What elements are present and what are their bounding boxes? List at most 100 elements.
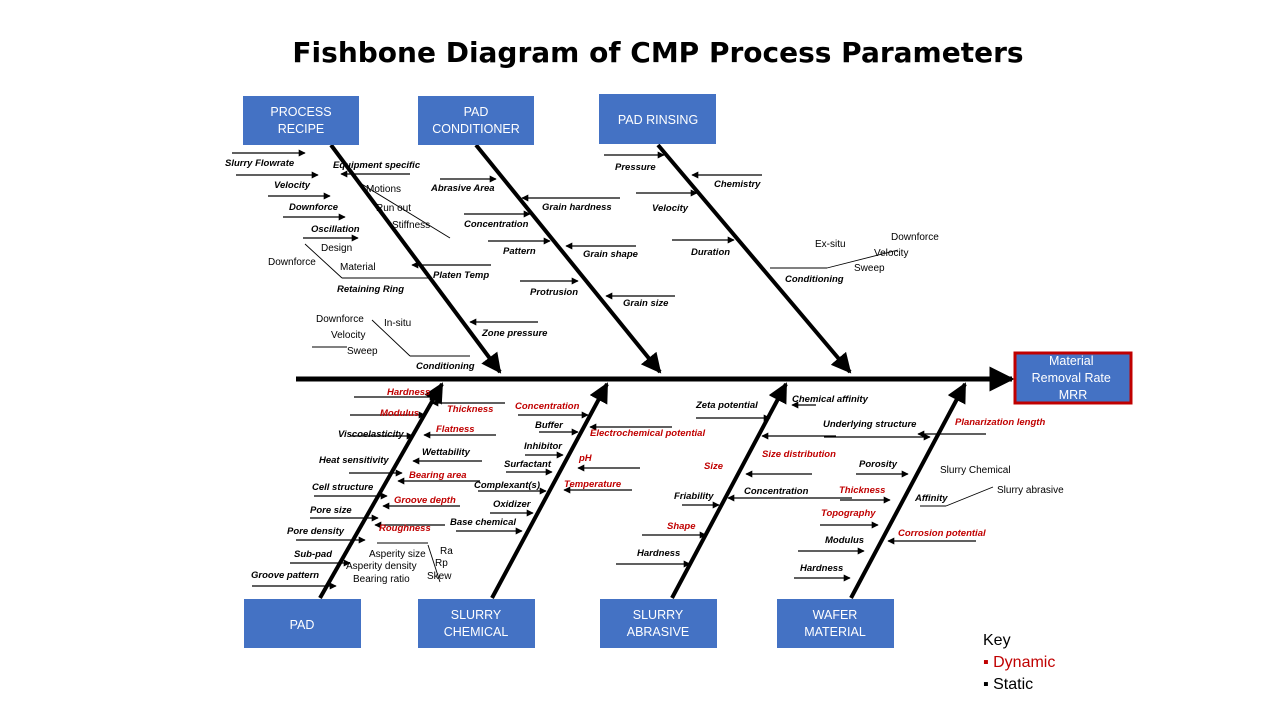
- label-pad-modulus: Modulus: [380, 408, 419, 419]
- label-pr-conditioning: Conditioning: [416, 361, 475, 372]
- label-pr-stiffness: Stiffness: [392, 220, 430, 231]
- label-pad-pore-density: Pore density: [287, 526, 345, 537]
- label-pr-motions: Motions: [366, 184, 401, 195]
- label-rn-downforce: Downforce: [891, 232, 939, 243]
- label-wm-chemical-affinity: Chemical affinity: [792, 394, 869, 405]
- label-rn-ex-situ: Ex-situ: [815, 239, 846, 250]
- label-sa-concentration: Concentration: [744, 486, 809, 497]
- label-pad-roughness: Roughness: [379, 523, 431, 534]
- label-pr-velocity: Velocity: [274, 180, 311, 191]
- label-sc-buffer: Buffer: [535, 420, 564, 431]
- label-pad-groove-depth: Groove depth: [394, 495, 456, 506]
- bone-pad-rinsing: [656, 143, 852, 374]
- label-sa-size: Size: [704, 461, 724, 472]
- label-pr-cond-sweep: Sweep: [347, 346, 378, 357]
- label-pad-hardness: Hardness: [387, 387, 430, 398]
- label-pad-skew: Skew: [427, 571, 452, 582]
- connector-line: [304, 243, 343, 279]
- label-pr-design: Design: [321, 243, 352, 254]
- label-sa-hardness: Hardness: [637, 548, 680, 559]
- label-rn-conditioning: Conditioning: [785, 274, 844, 285]
- label-sc-electrochemical: Electrochemical potential: [590, 428, 705, 439]
- label-pr-rr-downforce: Downforce: [268, 257, 316, 268]
- bone-pad-conditioner: [474, 143, 662, 374]
- label-wm-hardness: Hardness: [800, 563, 843, 574]
- cause-arrows: [232, 149, 986, 590]
- label-sa-shape: Shape: [667, 521, 696, 532]
- label-wm-slurry-abrasive: Slurry abrasive: [997, 485, 1064, 496]
- label-pr-run-out: Run out: [376, 203, 411, 214]
- label-sc-base-chemical: Base chemical: [450, 517, 516, 528]
- label-wm-corrosion-potential: Corrosion potential: [898, 528, 986, 539]
- label-pc-concentration: Concentration: [464, 219, 529, 230]
- label-pr-downforce: Downforce: [289, 202, 339, 213]
- label-rn-sweep: Sweep: [854, 263, 885, 274]
- label-pc-grain-shape: Grain shape: [583, 249, 639, 260]
- bone-pad: [318, 382, 444, 599]
- svg-text:PAD: PAD: [290, 618, 315, 632]
- label-pad-ra: Ra: [440, 546, 453, 557]
- label-sa-size-distribution: Size distribution: [762, 449, 836, 460]
- label-rn-duration: Duration: [691, 247, 730, 258]
- label-pad-groove-pattern: Groove pattern: [251, 570, 319, 581]
- label-pad-sub-pad: Sub-pad: [294, 549, 332, 560]
- effect-label: Material Removal Rate MRR: [1032, 354, 1115, 402]
- connector-line: [945, 486, 994, 507]
- label-pad-cell-structure: Cell structure: [312, 482, 374, 493]
- key-static: ▪ Static: [983, 676, 1033, 693]
- label-wm-slurry-chemical: Slurry Chemical: [940, 465, 1011, 476]
- label-sc-concentration: Concentration: [515, 401, 580, 412]
- label-pc-grain-hardness: Grain hardness: [542, 202, 612, 213]
- label-pad-pore-size: Pore size: [310, 505, 352, 516]
- category-pad-rinsing: PAD RINSING: [599, 94, 716, 144]
- label-pad-rp: Rp: [435, 558, 448, 569]
- label-wm-planarization-length: Planarization length: [955, 417, 1045, 428]
- connector-line: [371, 319, 411, 357]
- label-pc-protrusion: Protrusion: [530, 287, 578, 298]
- label-sc-ph: pH: [578, 453, 593, 464]
- key-title: Key: [983, 632, 1011, 649]
- label-pad-bearing-ratio: Bearing ratio: [353, 574, 410, 585]
- label-pc-abrasive-area: Abrasive Area: [430, 183, 495, 194]
- label-sa-friability: Friability: [674, 491, 714, 502]
- label-sc-inhibitor: Inhibitor: [524, 441, 563, 452]
- label-pr-material: Material: [340, 262, 376, 273]
- label-pr-retaining-ring: Retaining Ring: [337, 284, 404, 295]
- connector-line: [359, 182, 451, 239]
- page-title: Fishbone Diagram of CMP Process Paramete…: [292, 36, 1024, 69]
- effect-box: [1013, 351, 1133, 405]
- sub-cause-connectors: [304, 182, 994, 583]
- label-wm-affinity: Affinity: [914, 493, 948, 504]
- label-pad-asperity-density: Asperity density: [346, 561, 417, 572]
- label-wm-porosity: Porosity: [859, 459, 898, 470]
- label-pr-cond-velocity: Velocity: [331, 330, 365, 341]
- bone-wafer-material: [849, 382, 967, 599]
- label-wm-topography: Topography: [821, 508, 876, 519]
- label-pad-bearing-area: Bearing area: [409, 470, 467, 481]
- label-rn-chemistry: Chemistry: [714, 179, 761, 190]
- key-legend: Key ▪ Dynamic ▪ Static: [983, 632, 1055, 693]
- category-pad: PAD: [244, 599, 361, 648]
- label-pr-cond-downforce: Downforce: [316, 314, 364, 325]
- svg-text:PAD RINSING: PAD RINSING: [618, 113, 698, 127]
- label-rn-pressure: Pressure: [615, 162, 656, 173]
- label-rn-velocity: Velocity: [652, 203, 689, 214]
- connector-line: [427, 544, 441, 583]
- label-pr-slurry-flowrate: Slurry Flowrate: [225, 158, 295, 169]
- label-pr-platen-temp: Platen Temp: [433, 270, 489, 281]
- label-pr-in-situ: In-situ: [384, 318, 411, 329]
- label-sc-temperature: Temperature: [564, 479, 622, 490]
- bone-slurry-chemical: [490, 382, 609, 599]
- label-pc-grain-size: Grain size: [623, 298, 669, 309]
